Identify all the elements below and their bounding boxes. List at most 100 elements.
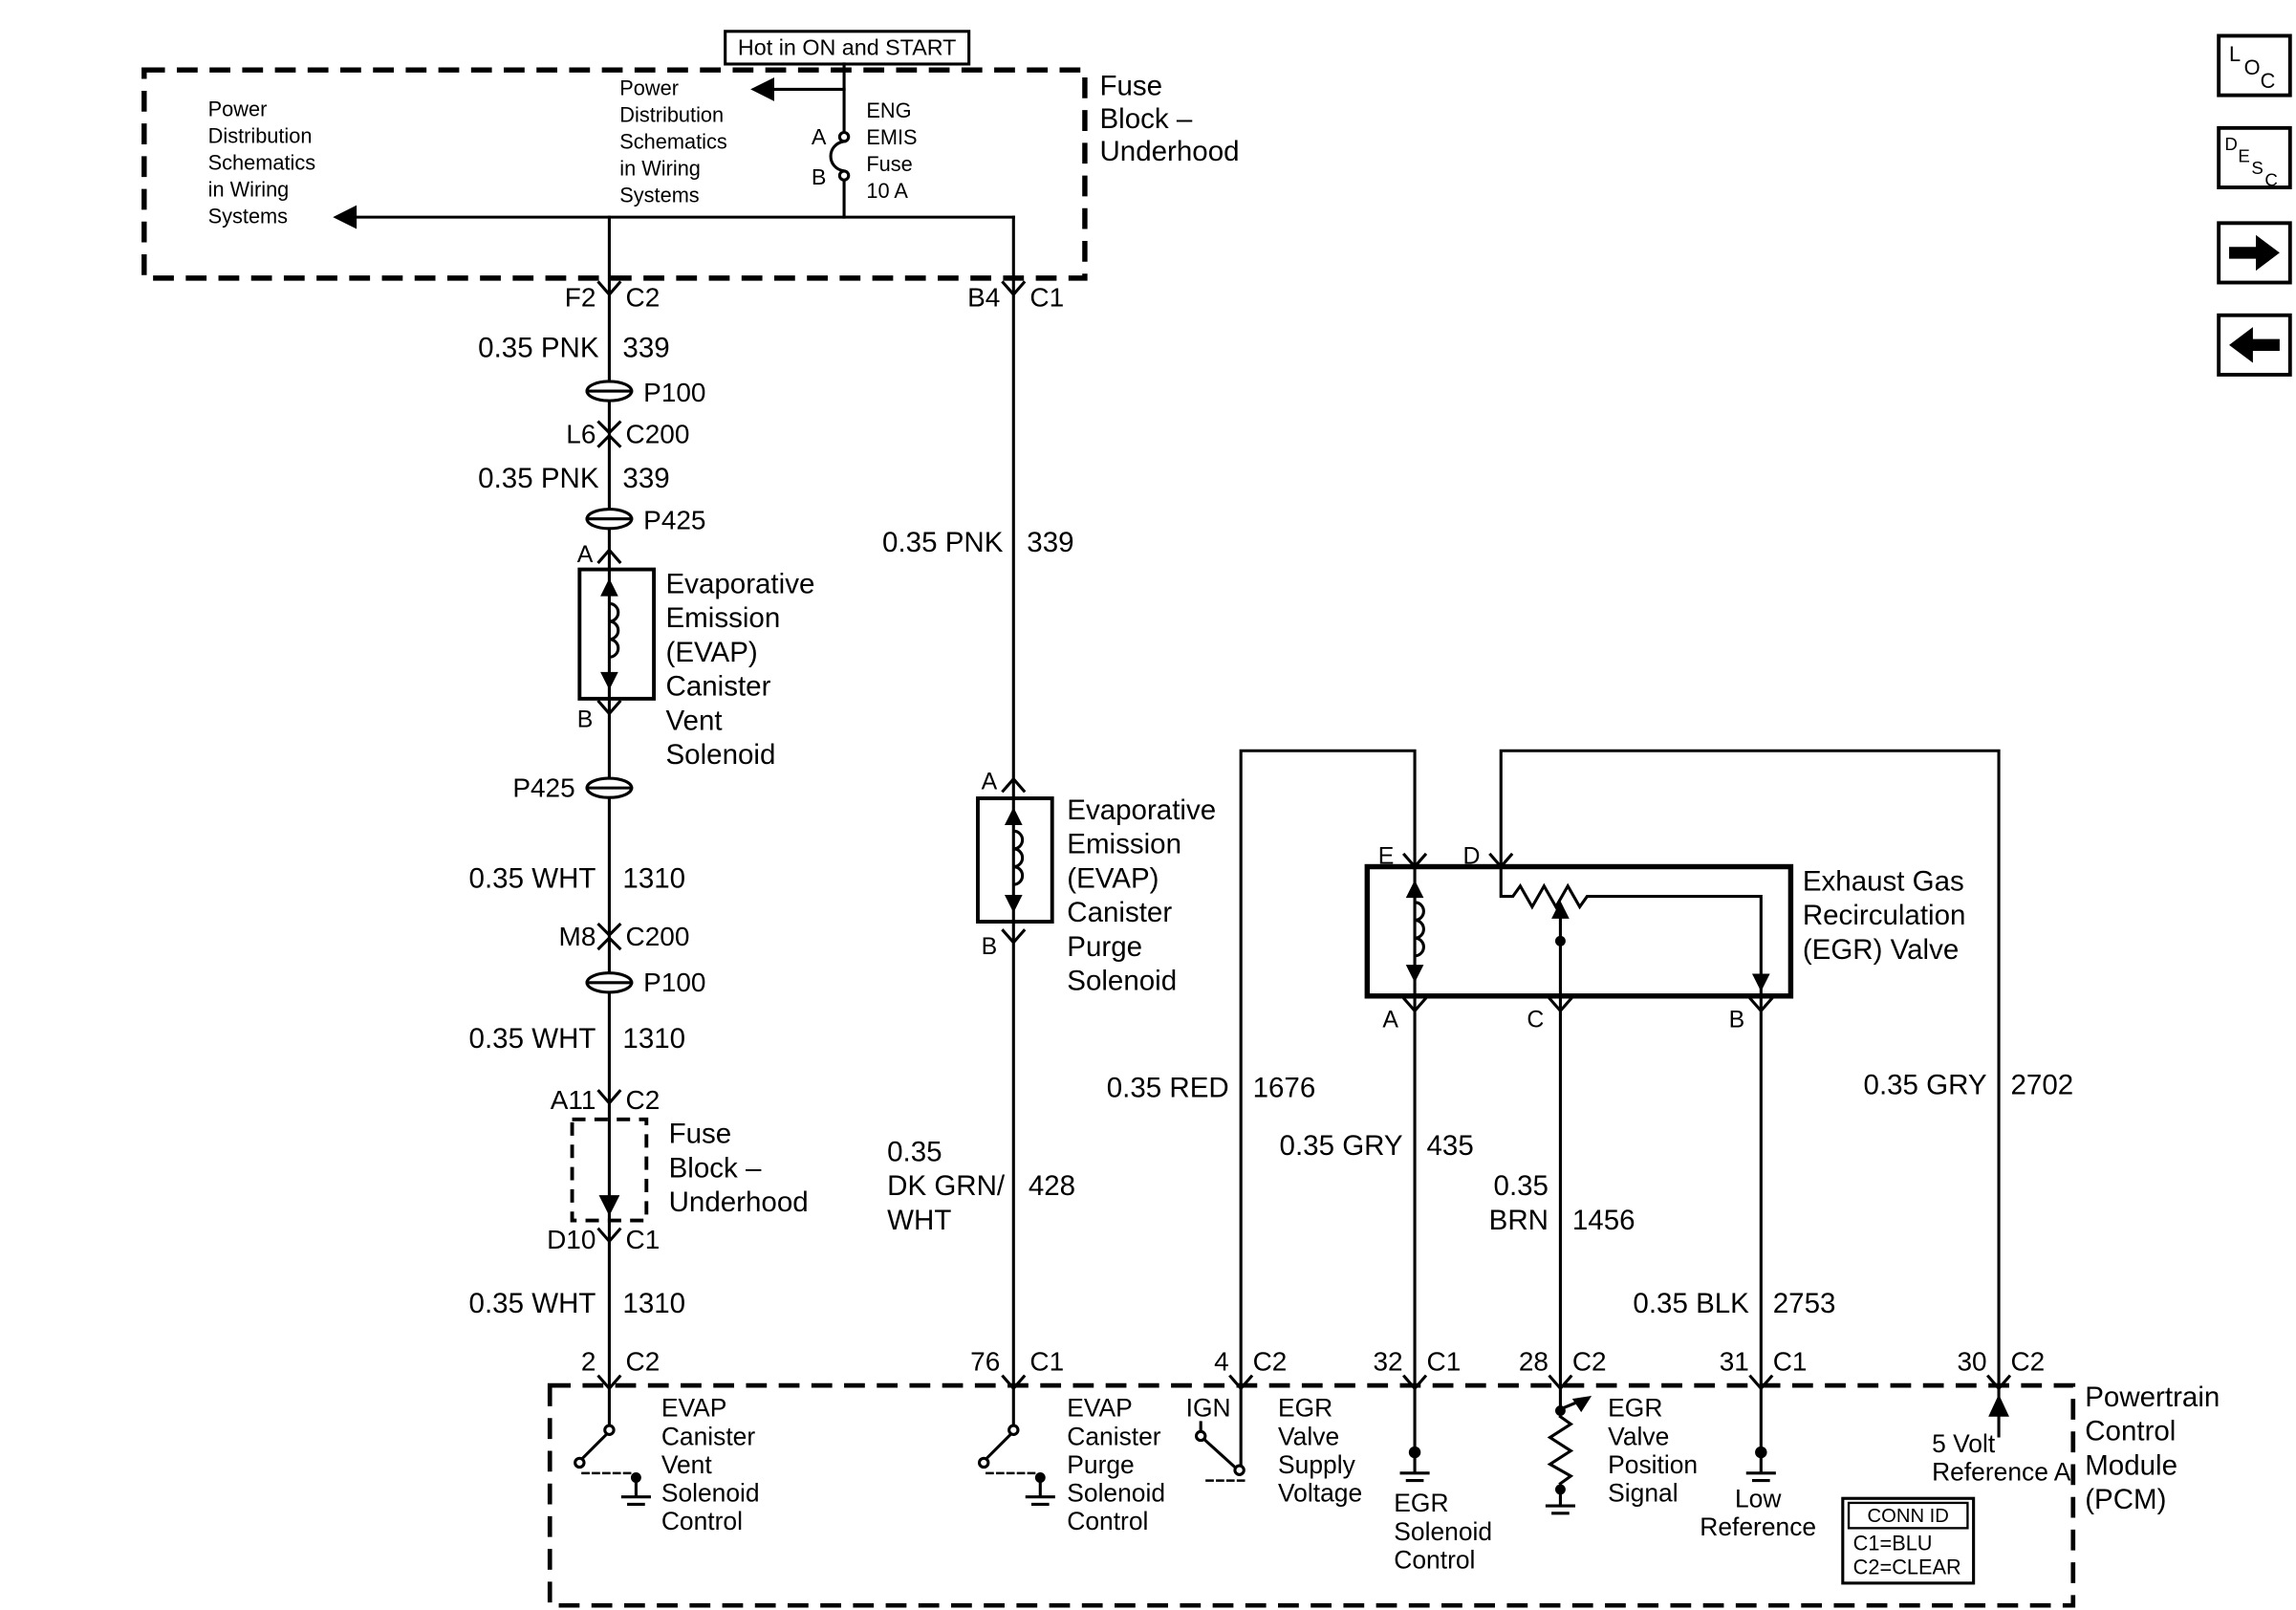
- pcm-function-label: EGR: [1278, 1394, 1332, 1423]
- circuit-number: 435: [1427, 1130, 1474, 1162]
- pcm-function-label: Low: [1735, 1485, 1782, 1513]
- pcm-function-label: Solenoid: [1067, 1478, 1165, 1507]
- pcm-ground-symbol: [1745, 1386, 1776, 1483]
- wire-label: 0.35 PNK: [478, 463, 599, 494]
- component-label: Control: [2085, 1416, 2176, 1447]
- circuit-number: 339: [622, 463, 669, 494]
- pcm-function-label: Voltage: [1278, 1478, 1362, 1507]
- connector-label: C1: [1029, 282, 1064, 312]
- component-label: Purge: [1067, 931, 1142, 963]
- pin-label: 31: [1720, 1347, 1749, 1377]
- connector-label: C1: [626, 1225, 661, 1254]
- circuit-number: 1310: [622, 1023, 685, 1055]
- splice-label: P425: [643, 506, 705, 535]
- conn-id-title: CONN ID: [1868, 1506, 1949, 1527]
- wire-label: 0.35: [1494, 1170, 1549, 1202]
- terminal-label: A: [982, 769, 998, 795]
- terminal-label: C: [1527, 1006, 1544, 1033]
- circuit-number: 428: [1029, 1170, 1075, 1202]
- forward-button[interactable]: [2217, 221, 2292, 285]
- pin-label: 32: [1374, 1347, 1403, 1377]
- corner-toolbar: L O C D E S C: [2217, 33, 2292, 377]
- splice-label: P100: [643, 378, 705, 407]
- splice-p100-symbol: [585, 971, 634, 994]
- circuit-number: 1310: [622, 1288, 685, 1319]
- wire-label: 0.35 PNK: [478, 332, 599, 363]
- terminal-label: B: [577, 706, 594, 732]
- wire-label: 0.35 RED: [1107, 1072, 1229, 1103]
- egr-valve: E D A C B Exhaust Gas Recirculation (EGR…: [1107, 842, 2073, 1319]
- loc-letter: O: [2244, 55, 2261, 79]
- conn-id-legend: CONN ID C1=BLU C2=CLEAR: [1841, 1496, 1976, 1585]
- pcm-function-label: Supply: [1278, 1450, 1356, 1479]
- component-label: (PCM): [2085, 1484, 2166, 1515]
- wire-label: 0.35 WHT: [469, 1023, 596, 1055]
- fuse-terminal-b: B: [812, 164, 827, 189]
- connector-label: C2: [2010, 1347, 2045, 1377]
- fuse-terminal-a: A: [812, 124, 827, 149]
- pcm-resistor-symbol: [1545, 1386, 1592, 1515]
- reference-line: Distribution: [619, 103, 724, 127]
- component-label: Solenoid: [1067, 966, 1177, 997]
- reference-line: Power: [619, 76, 679, 100]
- wire-label: DK GRN/: [887, 1170, 1006, 1202]
- component-label: Recirculation: [1803, 900, 1966, 931]
- component-label: Emission: [1067, 829, 1181, 860]
- pcm-function-label: Control: [661, 1507, 743, 1535]
- forward-arrow-icon: [2229, 234, 2280, 272]
- circuit-number: 339: [1027, 527, 1073, 558]
- fuse-block-label: Fuse: [1099, 71, 1162, 102]
- circuit-number: 2753: [1773, 1288, 1836, 1319]
- pcm-function-label: Valve: [1278, 1422, 1339, 1450]
- circuit-number: 1310: [622, 862, 685, 894]
- connector-chevrons: [596, 280, 2012, 1391]
- pcm-function-label: Purge: [1067, 1450, 1134, 1479]
- reference-line: Systems: [208, 204, 289, 228]
- pcm-ign-switch: [1194, 1386, 1250, 1482]
- pin-label: A11: [551, 1085, 596, 1115]
- fuse-block-label: Underhood: [669, 1186, 809, 1218]
- pcm-function-label: 5 Volt: [1932, 1429, 1996, 1458]
- connector-label: C2: [626, 1347, 661, 1377]
- splice-p425-symbol: [585, 776, 634, 799]
- reference-line: in Wiring: [619, 157, 701, 181]
- wiring-lines: [352, 62, 2001, 1387]
- wire-label: 0.35 WHT: [469, 862, 596, 894]
- component-label: Evaporative: [666, 568, 815, 599]
- component-label: Canister: [1067, 897, 1172, 928]
- pin-label: 2: [581, 1347, 596, 1377]
- pin-label: 76: [970, 1347, 1000, 1377]
- component-label: Powertrain: [2085, 1382, 2220, 1413]
- fuse-name-line: 10 A: [866, 179, 908, 203]
- wire-label: BRN: [1489, 1205, 1549, 1236]
- desc-button[interactable]: D E S C: [2217, 125, 2292, 190]
- circuit-number: 1676: [1253, 1072, 1316, 1103]
- pcm-function-label: EVAP: [661, 1394, 727, 1423]
- loc-button[interactable]: L O C: [2217, 33, 2292, 98]
- pcm-driver-purge: [977, 1386, 1055, 1507]
- eng-emis-fuse-symbol: [829, 130, 851, 182]
- connector-label: C2: [1572, 1347, 1607, 1377]
- loc-letter: C: [2261, 69, 2276, 93]
- terminal-label: B: [1729, 1006, 1745, 1033]
- fuse-block-underhood-mid: [570, 1117, 649, 1223]
- splice-label: P425: [512, 772, 574, 802]
- power-source: Hot in ON and START: [724, 30, 971, 66]
- pcm-module: Powertrain Control Module (PCM) EVAP Can…: [547, 1347, 2220, 1608]
- terminal-label: E: [1378, 842, 1395, 869]
- pin-label: 4: [1214, 1347, 1229, 1377]
- fuse-block-underhood: Fuse Block – Underhood Power Distributio…: [141, 67, 1240, 281]
- reference-line: Power: [208, 97, 268, 120]
- back-button[interactable]: [2217, 313, 2292, 377]
- component-label: Vent: [666, 705, 723, 736]
- evap-vent-solenoid: [577, 567, 657, 701]
- terminal-label: A: [1382, 1006, 1398, 1033]
- wire-label: 0.35 GRY: [1864, 1069, 1987, 1100]
- ign-label: IGN: [1186, 1394, 1231, 1423]
- pcm-function-label: Signal: [1608, 1478, 1678, 1507]
- desc-letter: E: [2238, 146, 2249, 166]
- egr-coil-symbol: [1405, 864, 1425, 998]
- fuse-name-line: EMIS: [866, 125, 917, 149]
- pcm-function-label: Canister: [1067, 1422, 1161, 1450]
